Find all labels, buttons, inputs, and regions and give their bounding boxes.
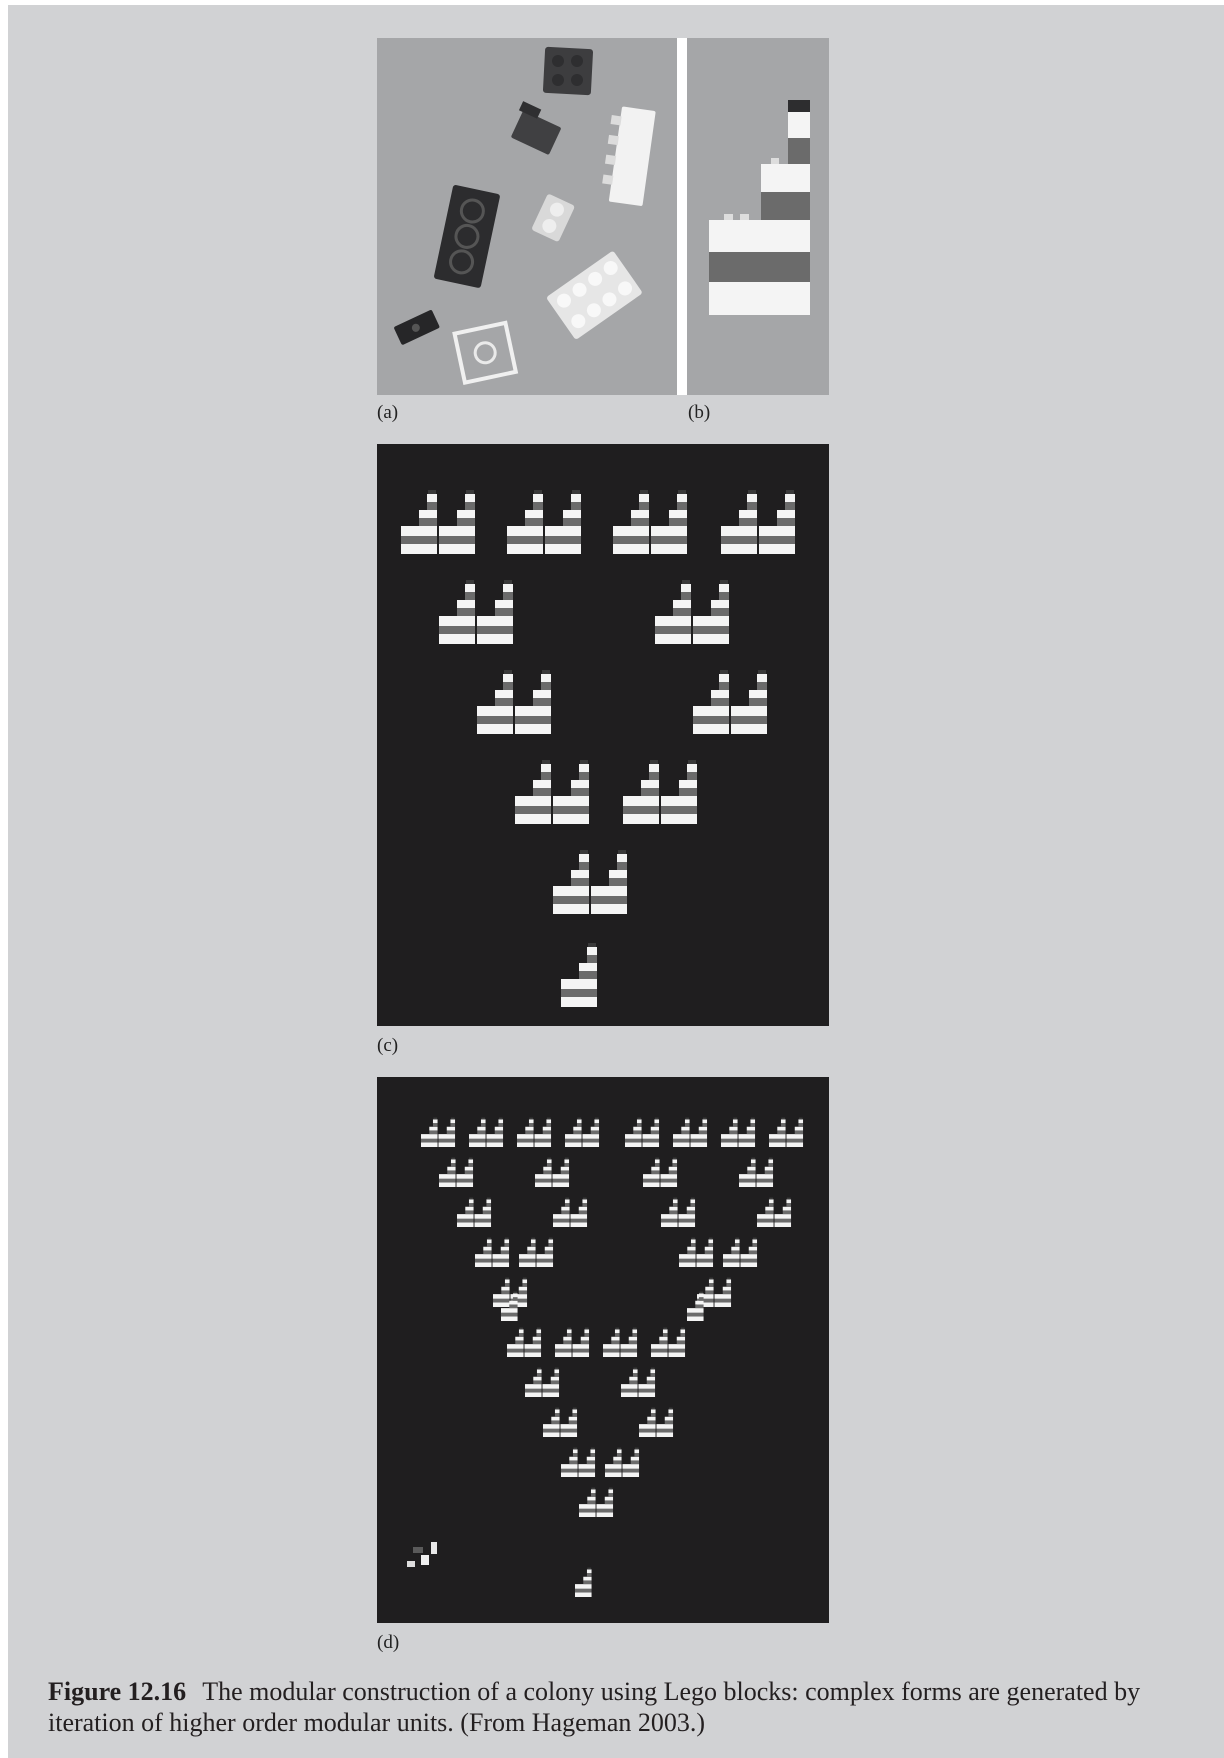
panel-b-photo <box>687 38 829 395</box>
colony-higher-order-image <box>377 1077 829 1623</box>
panel-a-photo <box>377 38 677 395</box>
panel-a-label: (a) <box>377 402 398 424</box>
figure-number: Figure 12.16 <box>48 1677 186 1706</box>
colony-iteration-image <box>377 444 829 1026</box>
panel-d-photo <box>377 1077 829 1623</box>
panel-c-label: (c) <box>377 1035 398 1057</box>
panel-divider <box>677 38 687 395</box>
panel-b-label: (b) <box>688 402 710 424</box>
figure-caption-text: The modular construction of a colony usi… <box>48 1677 1140 1737</box>
panel-c-photo <box>377 444 829 1026</box>
lego-module-image <box>687 38 829 395</box>
loose-lego-pieces-image <box>377 38 677 395</box>
panel-d-label: (d) <box>377 1632 399 1654</box>
